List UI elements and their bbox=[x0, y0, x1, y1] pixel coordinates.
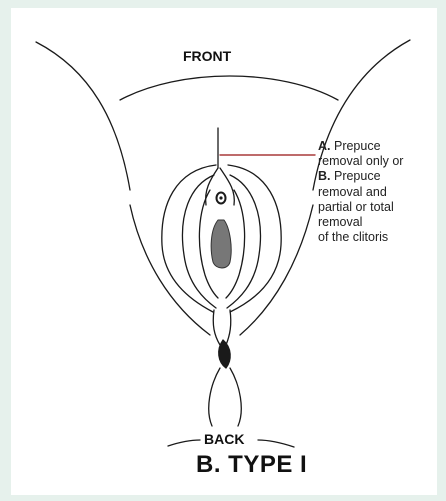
back-label: BACK bbox=[204, 431, 244, 447]
left-thigh-outline bbox=[36, 42, 130, 190]
front-label: FRONT bbox=[183, 48, 231, 64]
annotation-line-3: B. Prepuce bbox=[318, 169, 403, 184]
left-leg-curve bbox=[130, 205, 210, 335]
right-leg-curve bbox=[240, 205, 313, 335]
annotation-line-7: of the clitoris bbox=[318, 230, 403, 245]
anus-mark bbox=[219, 340, 230, 368]
annotation-text: A. Prepuce removal only or B. Prepuce re… bbox=[318, 139, 403, 245]
annotation-a-text: Prepuce bbox=[334, 139, 381, 153]
right-outer-fold bbox=[228, 165, 281, 312]
annotation-line-5: partial or total bbox=[318, 200, 403, 215]
marker-a: A. bbox=[318, 139, 331, 153]
back-mark-left bbox=[168, 440, 200, 446]
annotation-line-1: A. Prepuce bbox=[318, 139, 403, 154]
annotation-line-2: removal only or bbox=[318, 154, 403, 169]
right-inner-fold bbox=[227, 175, 260, 308]
annotation-line-4: removal and bbox=[318, 185, 403, 200]
abdomen-curve bbox=[120, 76, 338, 100]
diagram-title: B. TYPE I bbox=[196, 451, 307, 479]
shaded-area bbox=[211, 220, 231, 268]
annotation-line-6: removal bbox=[318, 215, 403, 230]
perineum-line-right bbox=[226, 310, 231, 345]
lower-line-left bbox=[209, 368, 220, 426]
annotation-b-text: Prepuce bbox=[334, 169, 381, 183]
back-mark-right bbox=[258, 440, 294, 447]
marker-b: B. bbox=[318, 169, 331, 183]
lower-line-right bbox=[230, 368, 241, 426]
perineum-line-left bbox=[213, 310, 220, 345]
